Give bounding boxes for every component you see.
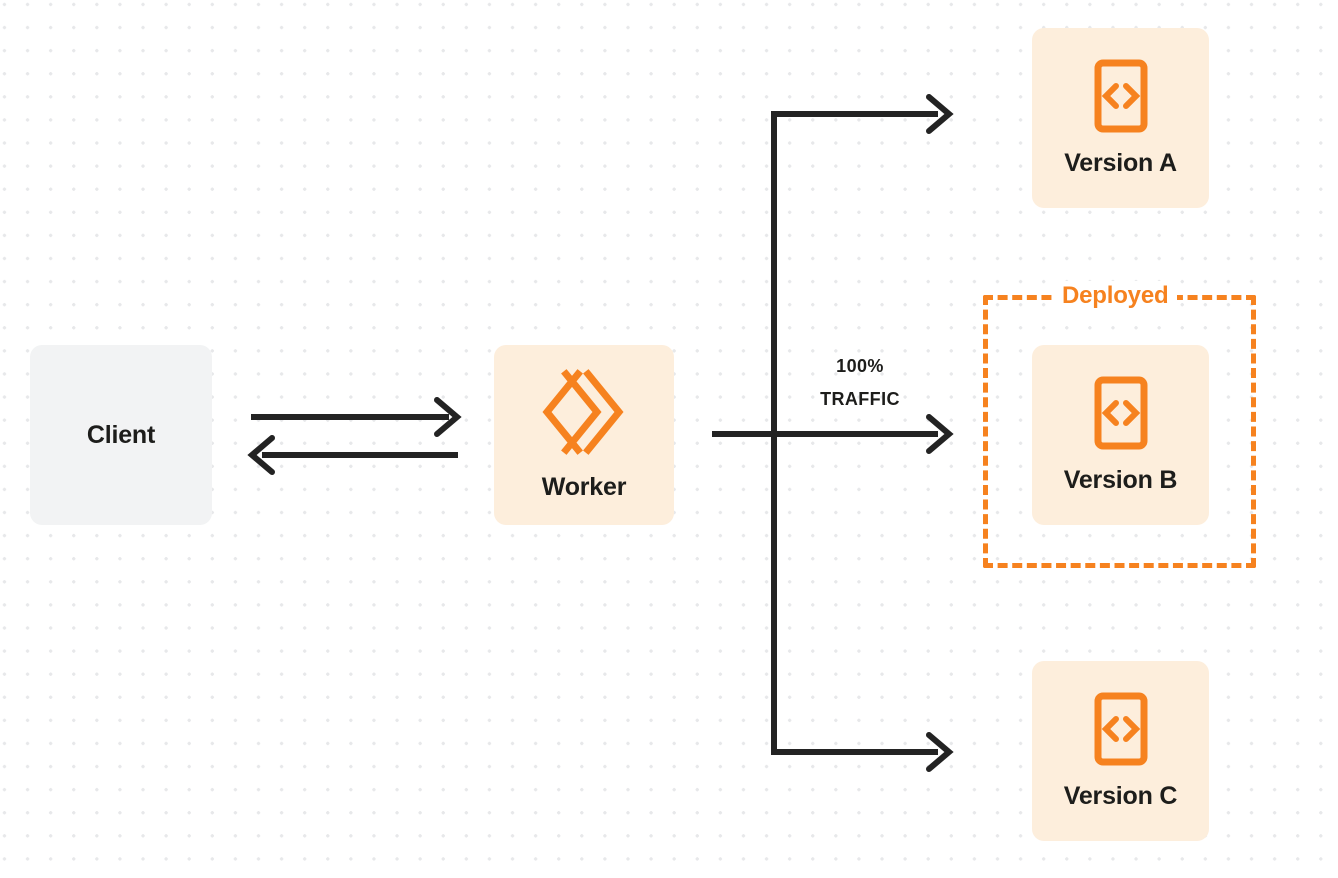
code-file-icon <box>1094 692 1148 766</box>
arrow-branch-to-version-a <box>771 94 954 134</box>
node-version-c-label: Version C <box>1063 781 1178 810</box>
arrow-client-to-worker <box>251 397 462 437</box>
node-version-a-label: Version A <box>1064 148 1177 177</box>
node-version-b-label: Version B <box>1063 465 1178 494</box>
code-file-icon <box>1094 376 1148 450</box>
group-deployed-label: Deployed <box>1053 281 1178 311</box>
node-worker[interactable]: Worker <box>494 345 674 525</box>
node-client[interactable]: Client <box>30 345 212 525</box>
arrow-worker-to-client <box>247 435 458 475</box>
arrow-worker-to-version-b <box>712 414 954 454</box>
cloudflare-workers-icon <box>538 368 630 455</box>
traffic-percentage-label: 100% TRAFFIC <box>795 350 925 416</box>
arrow-branch-to-version-c <box>771 732 954 772</box>
traffic-word-label: TRAFFIC <box>820 389 900 409</box>
node-version-b[interactable]: Version B <box>1032 345 1209 525</box>
node-version-c[interactable]: Version C <box>1032 661 1209 841</box>
code-file-icon <box>1094 59 1148 133</box>
traffic-percent-value: 100% <box>836 356 884 376</box>
node-client-label: Client <box>86 420 156 449</box>
node-version-a[interactable]: Version A <box>1032 28 1209 208</box>
node-worker-label: Worker <box>541 472 627 501</box>
